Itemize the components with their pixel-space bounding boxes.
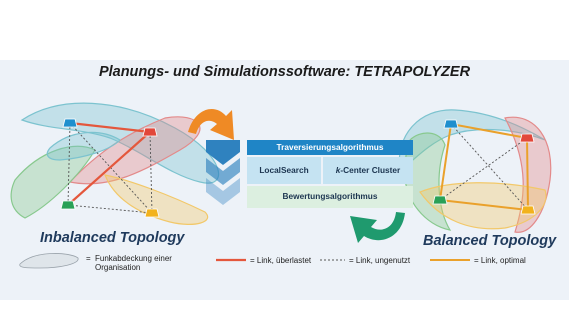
traversal-algorithm-label: Traversierungsalgorithmus bbox=[276, 141, 384, 152]
router-node-blue bbox=[62, 118, 78, 128]
link-optimal bbox=[439, 123, 452, 201]
router-node-green bbox=[432, 195, 448, 205]
router-node-green bbox=[60, 200, 76, 210]
local-search-box: LocalSearch bbox=[247, 157, 321, 184]
router-node-yellow bbox=[520, 205, 536, 215]
local-search-label: LocalSearch bbox=[259, 164, 309, 175]
link-optimal bbox=[526, 137, 529, 211]
chevron-stack bbox=[206, 140, 240, 205]
legend-optimal-text: = Link, optimal bbox=[474, 256, 526, 265]
evaluation-algorithm-box: Bewertungsalgorithmus bbox=[247, 186, 413, 208]
coverage-legend-text: Funkabdeckung einer Organisation bbox=[95, 254, 172, 273]
green-curved-arrow bbox=[350, 212, 405, 243]
k-center-suffix: -Center Cluster bbox=[340, 164, 401, 175]
coverage-area-green bbox=[10, 145, 96, 219]
router-node-yellow bbox=[144, 208, 160, 218]
chevron-down-icon bbox=[206, 140, 240, 165]
orange-curved-arrow bbox=[188, 109, 234, 140]
link-unused bbox=[149, 131, 153, 214]
link-unused bbox=[439, 137, 528, 201]
k-center-cluster-box: k-Center Cluster bbox=[323, 157, 413, 184]
page-title: Planungs- und Simulationssoftware: TETRA… bbox=[98, 64, 471, 80]
k-center-prefix: k bbox=[335, 164, 341, 175]
coverage-legend-equals: = bbox=[86, 254, 91, 263]
chevron-down-icon bbox=[206, 178, 240, 205]
link-overloaded bbox=[69, 121, 151, 134]
link-unused bbox=[450, 123, 529, 211]
traversal-algorithm-box: Traversierungsalgorithmus bbox=[247, 140, 413, 155]
link-overloaded bbox=[67, 131, 151, 206]
coverage-legend-icon bbox=[19, 253, 79, 269]
legend-unused-text: = Link, ungenutzt bbox=[349, 256, 411, 265]
links bbox=[439, 123, 529, 211]
evaluation-algorithm-label: Bewertungsalgorithmus bbox=[282, 191, 378, 202]
legend-overloaded-text: = Link, überlastet bbox=[250, 256, 312, 265]
chevron-down-icon bbox=[206, 158, 240, 185]
k-center-cluster-label: k-Center Cluster bbox=[335, 164, 401, 175]
links bbox=[67, 121, 153, 214]
router-node-blue bbox=[443, 119, 459, 129]
balanced-topology-label: Balanced Topology bbox=[423, 233, 557, 249]
inbalanced-topology-label: Inbalanced Topology bbox=[40, 230, 185, 246]
balanced-topology bbox=[398, 109, 552, 233]
coverage-area-yellow bbox=[104, 174, 208, 225]
link-unused bbox=[67, 122, 71, 206]
router-node-red bbox=[519, 133, 535, 143]
link-optimal bbox=[439, 199, 529, 211]
router-node-red bbox=[142, 127, 158, 137]
coverage-area-teal-2 bbox=[46, 131, 121, 161]
inbalanced-topology bbox=[10, 102, 220, 225]
link-optimal bbox=[450, 123, 528, 139]
